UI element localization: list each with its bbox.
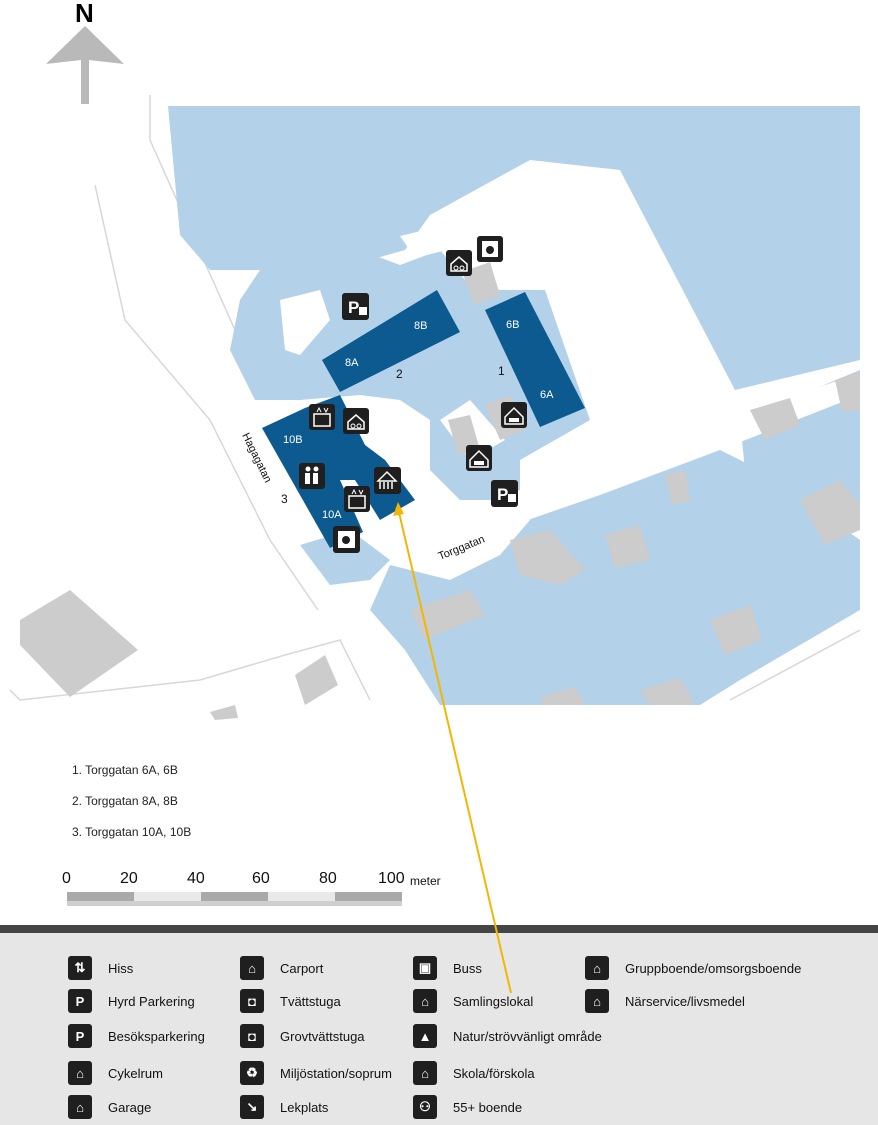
label-6A: 6A [540,389,554,401]
address-list-item-1: 1. Torggatan 6A, 6B [72,763,178,777]
label-6B: 6B [506,319,519,331]
legend-item-visitor-parking: P Besöksparkering [68,1023,205,1049]
north-label: N [75,0,94,28]
scale-tick-20: 20 [120,870,138,887]
address-number-3: 3 [281,492,288,506]
elevator-icon: ⇅ [68,956,92,980]
legend-item-laundry: ◘ Tvättstuga [240,988,341,1014]
map-icon-garage-a[interactable] [501,402,527,428]
north-arrow-icon [46,26,124,104]
garage-icon: ⌂ [68,1095,92,1119]
grocery-icon: ⌂ [585,989,609,1013]
site-map: 8B 8A 6B 6A 10B 10A 2 1 3 Hagagatan Torg… [9,95,861,720]
map-icon-visitor-parking[interactable]: P [491,480,518,507]
map-icon-senior-housing[interactable] [299,463,325,489]
map-icon-elevator-b[interactable] [344,486,370,512]
scale-tick-60: 60 [252,870,270,887]
visitor-parking-icon: P [68,1024,92,1048]
label-8A: 8A [345,357,359,369]
legend-item-bicycle-room: ⌂ Cykelrum [68,1060,163,1086]
address-number-1: 1 [498,364,505,378]
scale-tick-0: 0 [62,870,71,887]
legend-item-rented-parking: P Hyrd Parkering [68,988,195,1014]
bicycle-room-icon: ⌂ [68,1061,92,1085]
legend-item-playground: ↘ Lekplats [240,1094,328,1120]
map-icon-rented-parking[interactable]: P [342,293,369,320]
rented-parking-icon: P [68,989,92,1013]
address-list-item-2: 2. Torggatan 8A, 8B [72,794,178,808]
bus-icon: ▣ [413,956,437,980]
building-8A-8B [322,290,460,392]
map-icon-bike-room-b[interactable] [343,408,369,434]
label-8B: 8B [414,320,427,332]
heavy-laundry-icon: ◘ [240,1024,264,1048]
address-number-2: 2 [396,367,403,381]
map-icon-bike-room-a[interactable] [446,250,472,276]
legend-item-meeting-room: ⌂ Samlingslokal [413,988,533,1014]
legend-item-senior-housing: ⚇ 55+ boende [413,1094,522,1120]
map-icon-elevator-a[interactable] [309,404,335,430]
carport-icon: ⌂ [240,956,264,980]
svg-text:P: P [497,485,508,504]
map-icon-meeting-room[interactable] [374,467,401,494]
legend: ⇅ Hiss P Hyrd Parkering P Besöksparkerin… [0,933,878,1125]
legend-item-elevator: ⇅ Hiss [68,955,133,981]
map-icon-laundry-a[interactable] [477,236,503,262]
scale-unit: meter [410,874,441,888]
senior-housing-icon: ⚇ [413,1095,437,1119]
legend-item-heavy-laundry: ◘ Grovtvättstuga [240,1023,365,1049]
legend-item-garage: ⌂ Garage [68,1094,151,1120]
label-10B: 10B [283,434,303,446]
svg-text:P: P [348,298,359,317]
legend-item-grocery: ⌂ Närservice/livsmedel [585,988,745,1014]
laundry-icon: ◘ [240,989,264,1013]
school-icon: ⌂ [413,1061,437,1085]
building-6A-6B [485,292,585,427]
map-icon-laundry-b[interactable] [333,526,360,553]
legend-item-group-housing: ⌂ Gruppboende/omsorgsboende [585,955,801,981]
playground-icon: ↘ [240,1095,264,1119]
nature-icon: ▲ [413,1024,437,1048]
road-outlines [9,95,861,701]
group-housing-icon: ⌂ [585,956,609,980]
address-list-item-3: 3. Torggatan 10A, 10B [72,825,192,839]
legend-item-carport: ⌂ Carport [240,955,323,981]
legend-item-bus: ▣ Buss [413,955,482,981]
label-10A: 10A [322,509,342,521]
scale-tick-80: 80 [319,870,337,887]
legend-item-nature: ▲ Natur/strövvänligt område [413,1023,602,1049]
legend-divider [0,925,878,933]
street-torggatan: Torggatan [437,533,487,562]
legend-item-school: ⌂ Skola/förskola [413,1060,535,1086]
scale-tick-40: 40 [187,870,205,887]
map-icon-garage-b[interactable] [466,445,492,471]
legend-item-recycling: ♻ Miljöstation/soprum [240,1060,392,1086]
meeting-room-icon: ⌂ [413,989,437,1013]
scale-tick-100: 100 [378,870,405,887]
recycling-icon: ♻ [240,1061,264,1085]
